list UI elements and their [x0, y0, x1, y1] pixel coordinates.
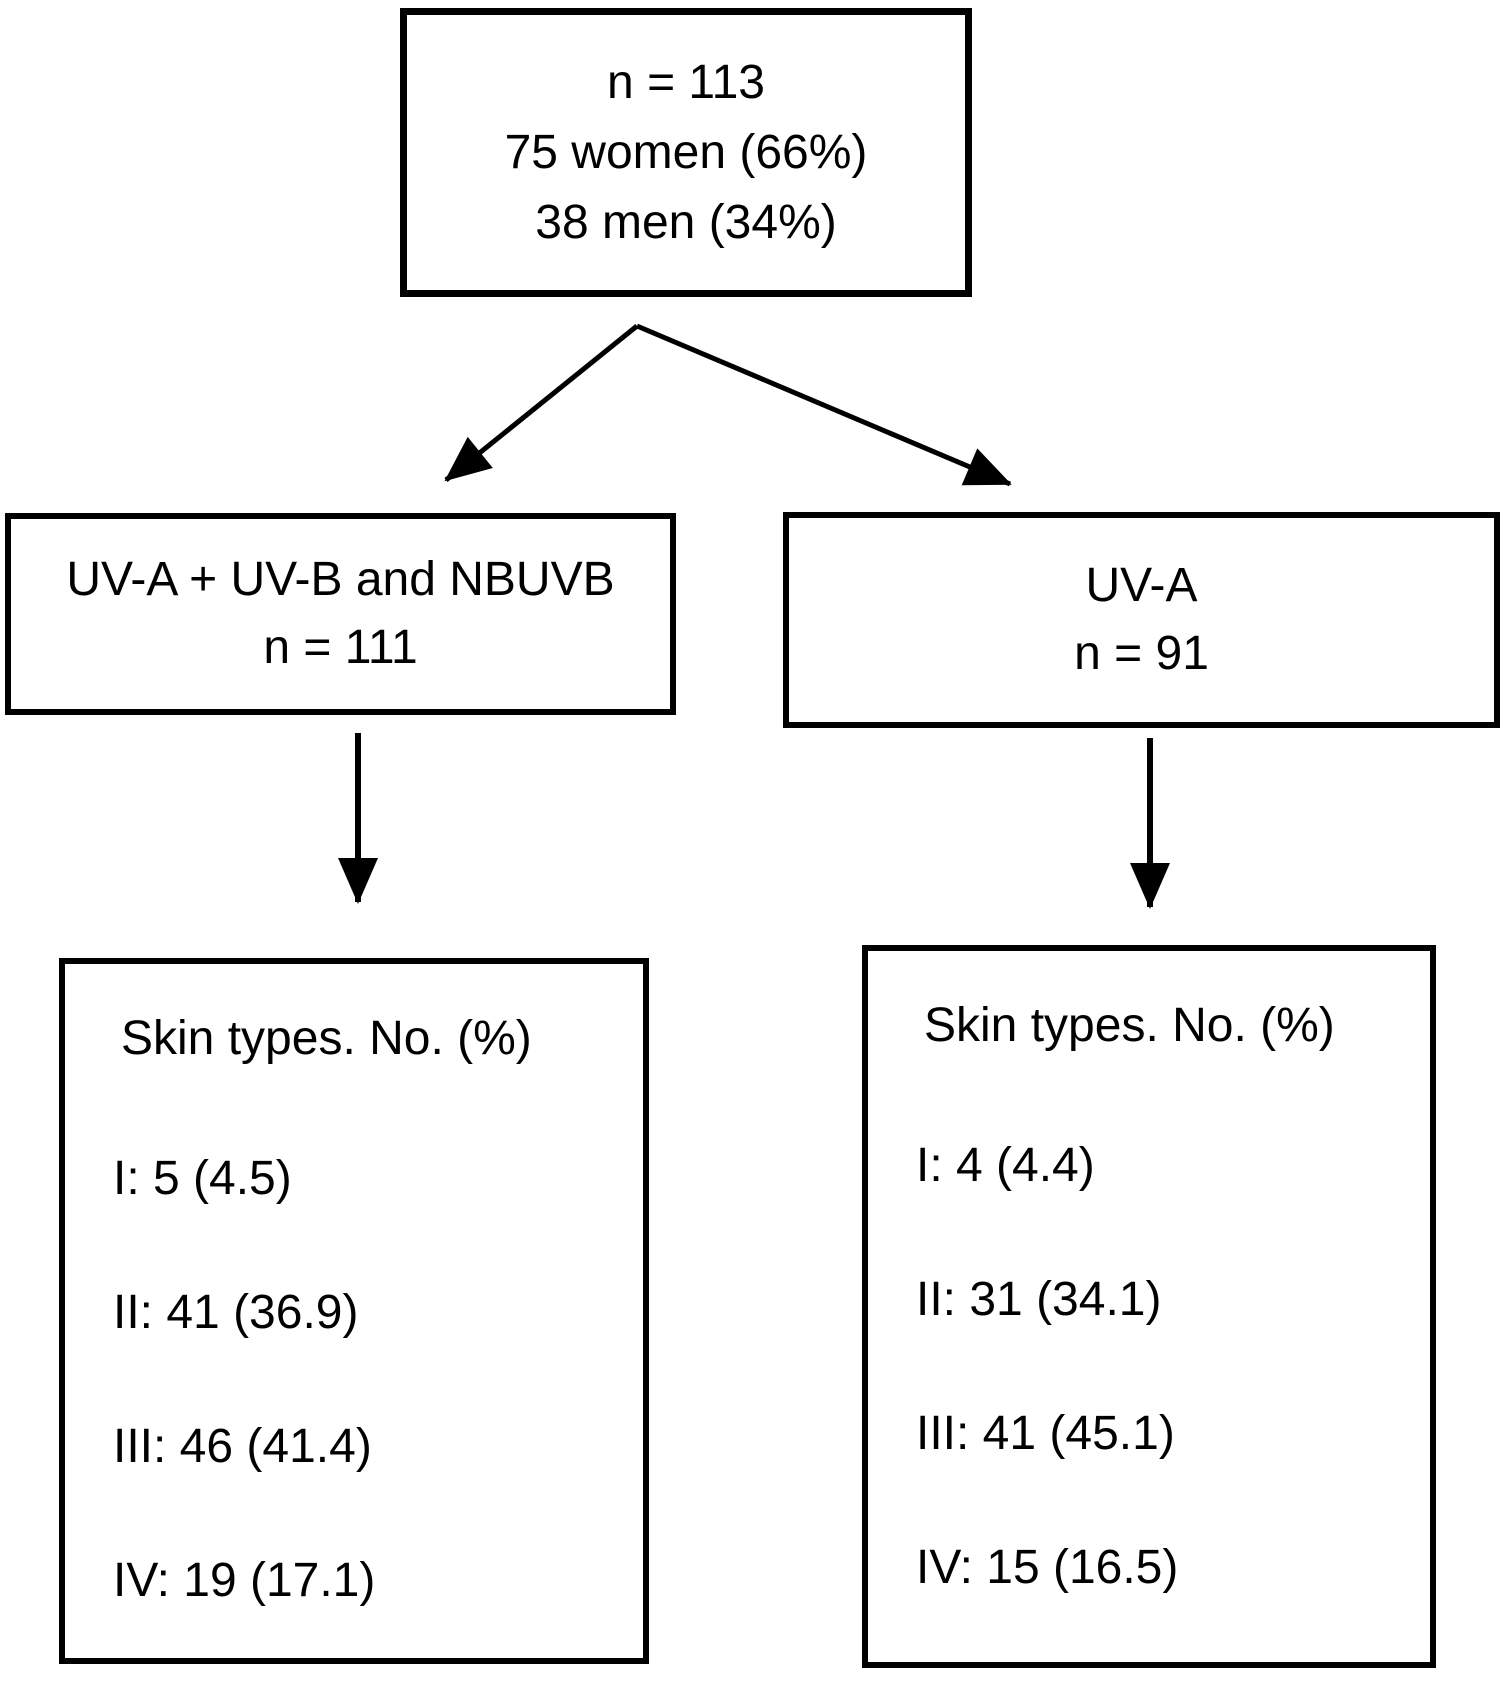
skin-type-row: I: 4 (4.4) [916, 1139, 1095, 1192]
branch-line-right [636, 323, 1012, 487]
skin-types-right-title: Skin types. No. (%) [924, 999, 1335, 1052]
skin-types-right-box: Skin types. No. (%) I: 4 (4.4) II: 31 (3… [862, 945, 1436, 1668]
total-n: n = 113 [607, 55, 765, 109]
skin-type-row: II: 41 (36.9) [113, 1286, 359, 1339]
skin-type-row: III: 46 (41.4) [113, 1420, 372, 1473]
left-branch-n: n = 111 [263, 621, 418, 674]
total-cohort-box: n = 113 75 women (66%) 38 men (34%) [400, 8, 972, 297]
left-branch-label: UV-A + UV-B and NBUVB [66, 553, 615, 606]
skin-type-row: III: 41 (45.1) [916, 1407, 1175, 1460]
right-branch-label: UV-A [1085, 559, 1198, 612]
skin-types-left-title: Skin types. No. (%) [121, 1012, 532, 1065]
skin-types-left-box: Skin types. No. (%) I: 5 (4.5) II: 41 (3… [59, 958, 649, 1664]
skin-type-row: I: 5 (4.5) [113, 1152, 292, 1205]
total-men: 38 men (34%) [535, 195, 837, 249]
skin-type-row: IV: 15 (16.5) [916, 1541, 1179, 1594]
branch-line-left [444, 324, 639, 482]
skin-type-row: IV: 19 (17.1) [113, 1554, 376, 1607]
total-women: 75 women (66%) [504, 125, 868, 179]
skin-type-row: II: 31 (34.1) [916, 1273, 1162, 1326]
uva-uvb-nbuvb-box: UV-A + UV-B and NBUVB n = 111 [5, 513, 676, 715]
right-branch-n: n = 91 [1074, 627, 1209, 680]
uva-box: UV-A n = 91 [783, 512, 1500, 728]
